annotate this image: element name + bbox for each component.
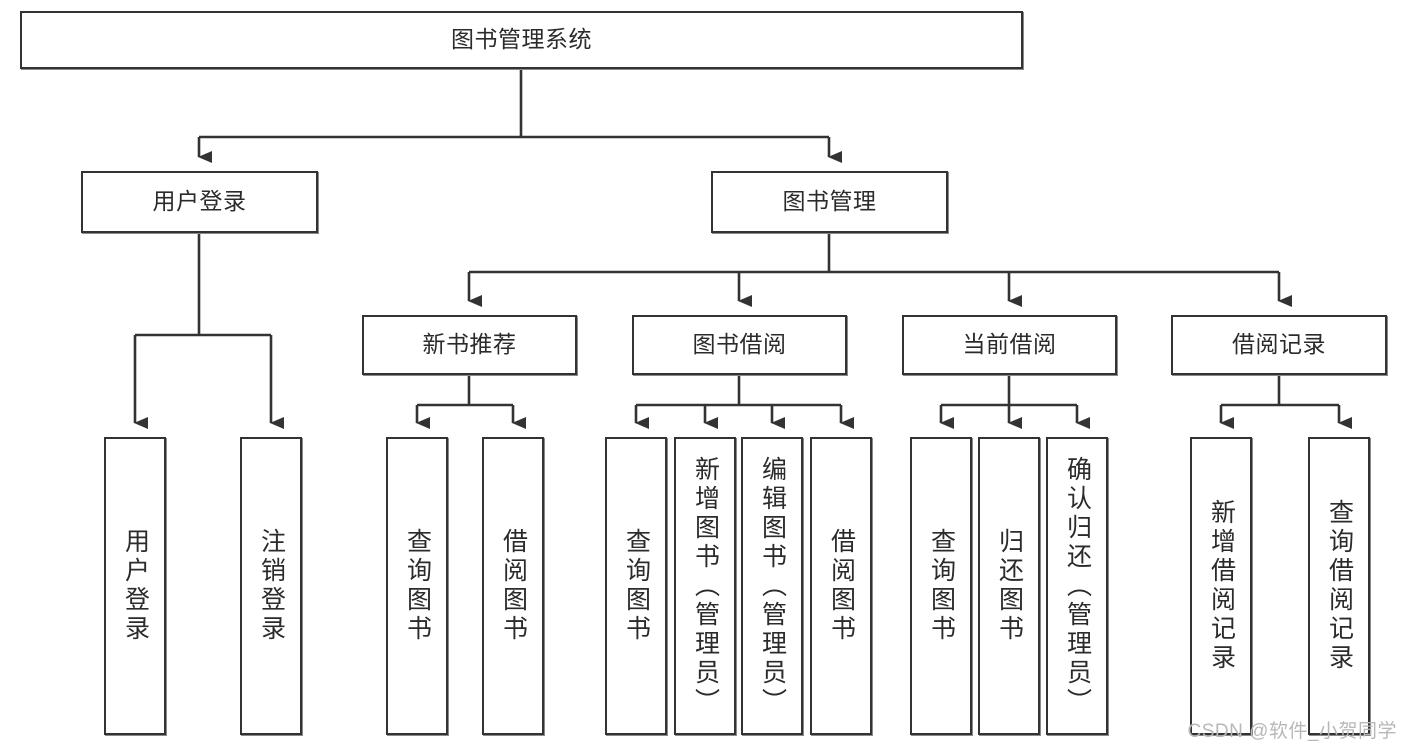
leaf-book-borrow-query-books[interactable]: 查询图书 xyxy=(605,437,667,735)
leaf-current-borrow-return-books[interactable]: 归还图书 xyxy=(978,437,1040,735)
leaf-user-login-logout[interactable]: 注销登录 xyxy=(240,437,302,735)
node-root-book-management-system[interactable]: 图书管理系统 xyxy=(20,11,1023,69)
node-borrow-record-label: 借阅记录 xyxy=(1232,331,1326,358)
leaf-new-book-borrow-books[interactable]: 借阅图书 xyxy=(482,437,544,735)
node-borrow-record[interactable]: 借阅记录 xyxy=(1171,315,1387,375)
leaf-label: 查询图书 xyxy=(927,528,956,644)
leaf-label: 编辑图书（管理员） xyxy=(758,455,787,717)
watermark: CSDN @软件_小贺同学 xyxy=(1187,721,1397,742)
leaf-label: 归还图书 xyxy=(995,528,1024,644)
leaf-label: 新增借阅记录 xyxy=(1207,499,1236,673)
node-new-book-recommend-label: 新书推荐 xyxy=(422,331,517,358)
leaf-label: 借阅图书 xyxy=(827,528,856,644)
node-user-login[interactable]: 用户登录 xyxy=(81,171,318,233)
node-book-borrow[interactable]: 图书借阅 xyxy=(632,315,847,375)
leaf-borrow-record-add-record[interactable]: 新增借阅记录 xyxy=(1190,437,1252,735)
leaf-label: 查询图书 xyxy=(403,528,432,644)
node-root-label: 图书管理系统 xyxy=(451,26,592,53)
node-book-borrow-label: 图书借阅 xyxy=(692,331,787,358)
node-current-borrow-label: 当前借阅 xyxy=(962,331,1057,358)
node-user-login-label: 用户登录 xyxy=(152,188,247,215)
leaf-book-borrow-add-book-admin[interactable]: 新增图书（管理员） xyxy=(674,437,736,735)
leaf-current-borrow-confirm-return-admin[interactable]: 确认归还（管理员） xyxy=(1046,437,1108,735)
leaf-label: 用户登录 xyxy=(121,528,150,644)
node-book-management-label: 图书管理 xyxy=(782,188,877,215)
leaf-label: 确认归还（管理员） xyxy=(1063,455,1092,717)
node-new-book-recommend[interactable]: 新书推荐 xyxy=(362,315,577,375)
leaf-label: 注销登录 xyxy=(257,528,286,644)
node-book-management[interactable]: 图书管理 xyxy=(711,171,948,233)
node-current-borrow[interactable]: 当前借阅 xyxy=(902,315,1117,375)
leaf-user-login-login[interactable]: 用户登录 xyxy=(104,437,166,735)
leaf-label: 借阅图书 xyxy=(499,528,528,644)
leaf-book-borrow-edit-book-admin[interactable]: 编辑图书（管理员） xyxy=(741,437,803,735)
leaf-borrow-record-query-record[interactable]: 查询借阅记录 xyxy=(1308,437,1370,735)
leaf-label: 查询图书 xyxy=(622,528,651,644)
leaf-label: 新增图书（管理员） xyxy=(691,455,720,717)
leaf-current-borrow-query-books[interactable]: 查询图书 xyxy=(910,437,972,735)
leaf-book-borrow-borrow-books[interactable]: 借阅图书 xyxy=(810,437,872,735)
leaf-new-book-query-books[interactable]: 查询图书 xyxy=(386,437,448,735)
leaf-label: 查询借阅记录 xyxy=(1325,499,1354,673)
